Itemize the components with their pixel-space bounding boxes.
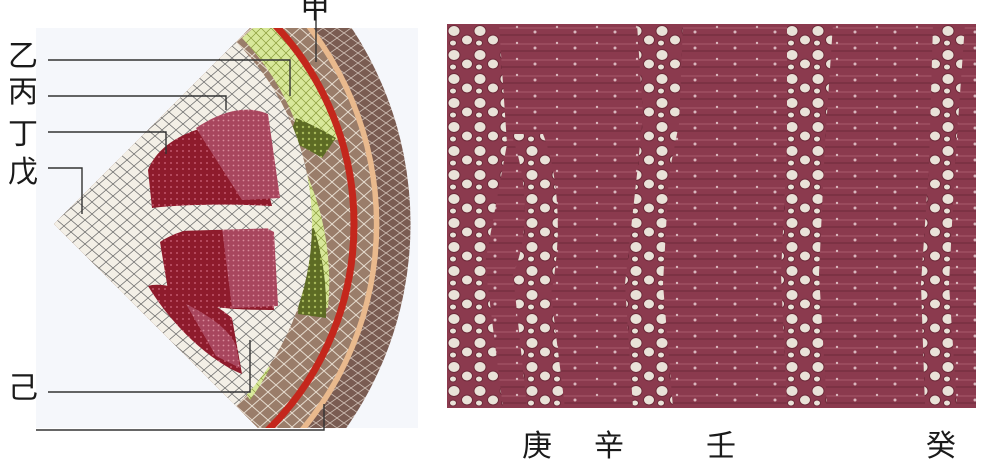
leader-bottom	[36, 404, 324, 430]
label-ding: 丁	[8, 120, 38, 150]
label-geng: 庚	[522, 432, 552, 462]
leader-ding	[48, 132, 166, 154]
label-ji: 己	[8, 374, 38, 404]
label-bing: 丙	[8, 78, 38, 108]
leader-ji	[48, 340, 250, 392]
label-jia: 甲	[300, 0, 330, 24]
leader-yi	[48, 60, 290, 96]
label-gui: 癸	[926, 432, 956, 462]
label-xin: 辛	[594, 432, 624, 462]
label-ren: 壬	[706, 432, 736, 462]
leader-wu	[48, 168, 82, 214]
leader-bing	[48, 96, 226, 110]
label-yi: 乙	[8, 42, 38, 72]
label-wu: 戊	[8, 158, 38, 188]
